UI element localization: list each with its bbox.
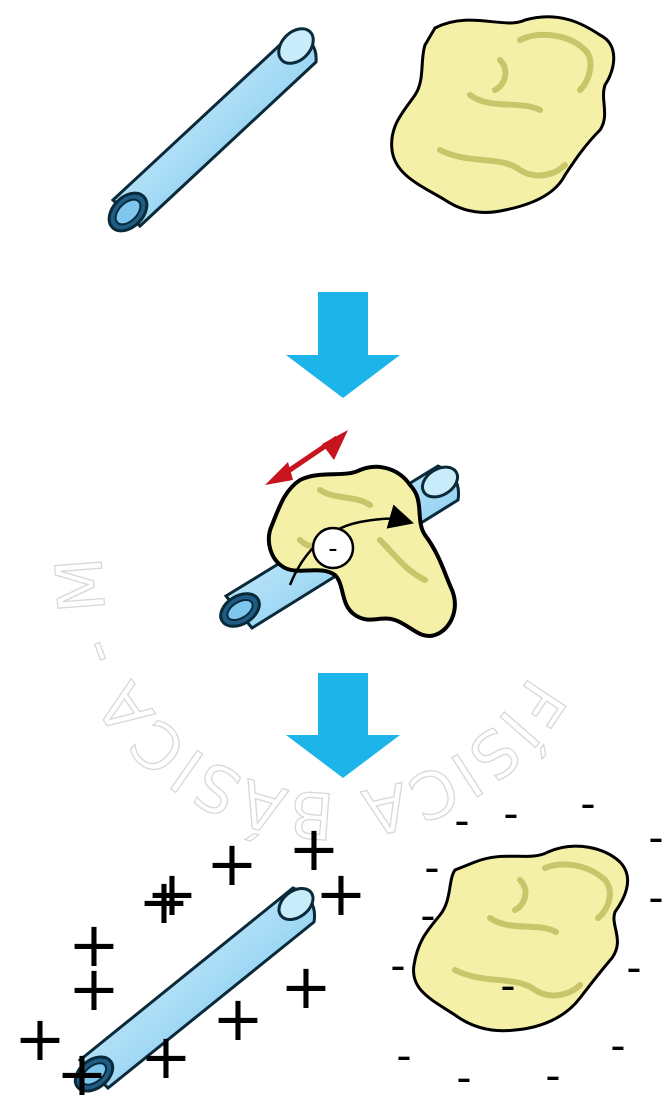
negative-charge-symbol: - <box>626 943 641 992</box>
negative-charge-symbol: - <box>456 1053 471 1101</box>
negative-charge-symbol: - <box>648 813 662 862</box>
positive-charge-symbol: + <box>68 952 120 1025</box>
step-arrow-down-2 <box>286 673 400 778</box>
negative-charge-symbol: - <box>503 789 518 838</box>
step1-glass-rod <box>102 22 320 238</box>
negative-charge-symbol: - <box>420 891 435 940</box>
step-arrow-down-1 <box>286 292 400 398</box>
rod-positive-charges: ++++++++++++ <box>14 812 367 1101</box>
negative-charge-symbol: - <box>396 1031 411 1080</box>
positive-charge-symbol: + <box>206 827 258 900</box>
negative-charge-symbol: - <box>390 941 405 990</box>
positive-charge-symbol: + <box>140 1020 192 1093</box>
negative-charge-symbol: - <box>610 1021 625 1070</box>
negative-charge-symbol: - <box>454 796 469 845</box>
positive-charge-symbol: + <box>146 857 198 930</box>
negative-charge-symbol: - <box>648 873 662 922</box>
negative-charge-symbol: - <box>500 961 515 1010</box>
negative-charge-symbol: - <box>424 843 439 892</box>
positive-charge-symbol: + <box>315 857 367 930</box>
step3-wool-cloth <box>414 846 628 1031</box>
negative-charge-symbol: - <box>545 1051 560 1100</box>
electron-symbol: - <box>328 534 337 564</box>
positive-charge-symbol: + <box>56 1037 108 1101</box>
positive-charge-symbol: + <box>212 982 264 1055</box>
negative-charge-symbol: - <box>580 779 595 828</box>
positive-charge-symbol: + <box>280 950 332 1023</box>
step1-wool-cloth <box>392 17 614 213</box>
electron-icon: - <box>313 528 353 568</box>
